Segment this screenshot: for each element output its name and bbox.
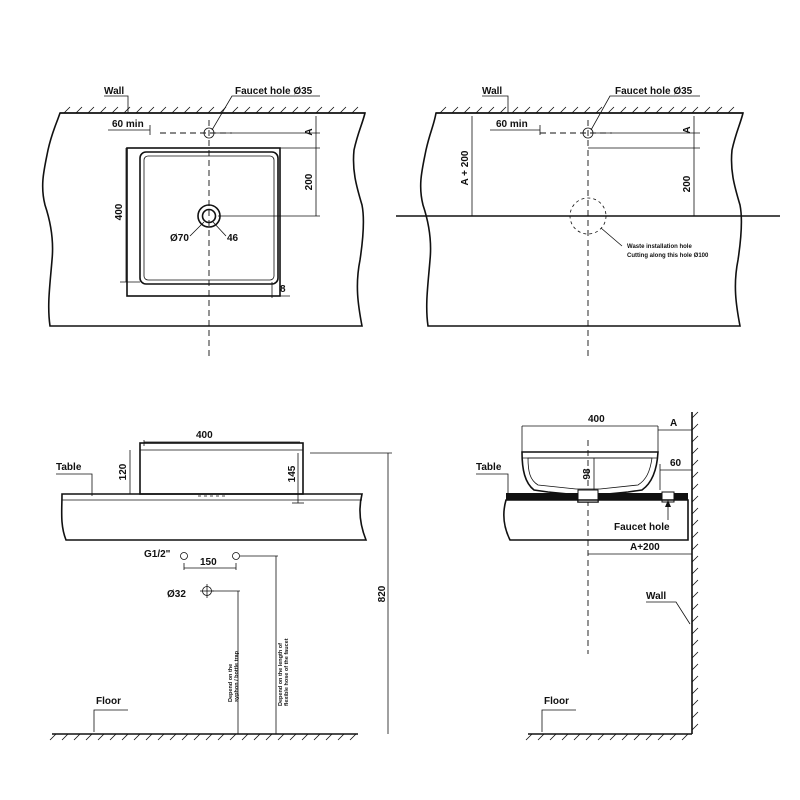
dim-60-label: 60 xyxy=(670,458,682,469)
floor-leader-section xyxy=(541,709,576,732)
wall-label: Wall xyxy=(104,86,124,97)
dim-150-label: 150 xyxy=(200,557,217,568)
floor-hatch xyxy=(49,733,357,741)
table-label-section: Table xyxy=(476,462,502,473)
table-body-section xyxy=(503,499,689,541)
floor-label-section: Floor xyxy=(544,696,569,707)
table-leader-section xyxy=(476,473,509,494)
waste-hole-leader xyxy=(600,227,623,247)
hose-note-1: Depend on the length of xyxy=(278,643,284,706)
basin-inner-section xyxy=(527,457,653,490)
drain-inner-label: 46 xyxy=(227,233,239,244)
dim-400-label-section: 400 xyxy=(588,414,605,425)
inlet-label: G1/2" xyxy=(144,549,171,560)
dim-a-plus-200-label: A + 200 xyxy=(460,150,471,185)
hose-note-2: flexible hose of the faucet xyxy=(284,638,290,706)
wall-label-section: Wall xyxy=(646,591,666,602)
faucet-hole-label-right: Faucet hole Ø35 xyxy=(615,86,693,97)
basin-outer xyxy=(126,147,281,297)
floor-label: Floor xyxy=(96,696,121,707)
drain-outer-label: Ø70 xyxy=(170,233,189,244)
dim-a-plus-200-label-section: A+200 xyxy=(630,542,660,553)
wall-hatch-right xyxy=(439,106,735,114)
faucet-hole-leader xyxy=(211,95,320,131)
top-left-plan-view: Wall Faucet hole Ø35 60 min A 200 400 Ø xyxy=(41,86,367,358)
dim-120-label: 120 xyxy=(118,463,129,480)
dim-98-label: 98 xyxy=(582,468,593,480)
dim-a-label-section: A xyxy=(670,418,677,429)
table-slab xyxy=(60,493,368,541)
drain-leader-1 xyxy=(189,221,205,237)
dim-200-label: 200 xyxy=(304,173,315,190)
faucet-hole-label-section: Faucet hole xyxy=(614,522,670,533)
faucet-hole-icon xyxy=(203,127,215,139)
drain-inner-icon xyxy=(201,208,217,224)
wall-leader xyxy=(104,95,129,113)
counter-outline xyxy=(41,112,367,327)
faucet-hole-label: Faucet hole Ø35 xyxy=(235,86,313,97)
waste-hole-icon xyxy=(569,197,607,235)
waste-hole-label-2: Cutting along this hole Ø100 xyxy=(627,253,709,259)
dim-a-label-right: A xyxy=(682,126,693,133)
top-right-plan-view: Wall Faucet hole Ø35 60 min A + 200 A 20… xyxy=(396,86,780,358)
floor-hatch-section xyxy=(525,733,689,741)
siphon-note-2: syphon / bottle trap xyxy=(234,650,240,702)
dim-145-label: 145 xyxy=(287,465,298,482)
faucet-hole-icon-right xyxy=(582,127,594,139)
faucet-hole-leader-right xyxy=(590,95,700,131)
faucet-hole-arrow-icon xyxy=(665,500,671,507)
drain-leader-2 xyxy=(212,221,227,237)
dim-400-label: 400 xyxy=(114,203,125,220)
table-label: Table xyxy=(56,462,82,473)
dim-820-label: 820 xyxy=(377,585,388,602)
bottom-right-section-view: 400 A 98 Table 60 Faucet hole A+200 xyxy=(476,411,699,741)
dim-400-label-side: 400 xyxy=(196,430,213,441)
dim-a-label: A xyxy=(304,128,315,135)
wall-hatch-section xyxy=(691,411,699,731)
basin-side xyxy=(139,442,304,495)
wall-leader-section xyxy=(646,601,691,625)
wall-label-right: Wall xyxy=(482,86,502,97)
wall-leader-right xyxy=(482,95,509,113)
inlet-hot-icon xyxy=(180,552,188,560)
counter-outline-right xyxy=(419,112,745,327)
wall-hatch xyxy=(63,106,359,114)
min-distance-label: 60 min xyxy=(112,119,144,130)
waste-hole-label-1: Waste installation hole xyxy=(627,244,692,250)
siphon-note-1: Depend on the xyxy=(228,664,234,702)
min-distance-label-right: 60 min xyxy=(496,119,528,130)
bottom-left-side-view: 400 Table 120 145 820 150 G1/2" xyxy=(49,430,392,741)
drain-outer-icon xyxy=(197,204,221,228)
dim-200-label-right: 200 xyxy=(682,175,693,192)
drain-section-icon xyxy=(577,489,599,503)
dim-8-label: 8 xyxy=(280,284,286,295)
inlet-cold-icon xyxy=(232,552,240,560)
drain-label: Ø32 xyxy=(167,589,186,600)
floor-leader xyxy=(93,709,128,732)
table-leader xyxy=(56,473,93,496)
